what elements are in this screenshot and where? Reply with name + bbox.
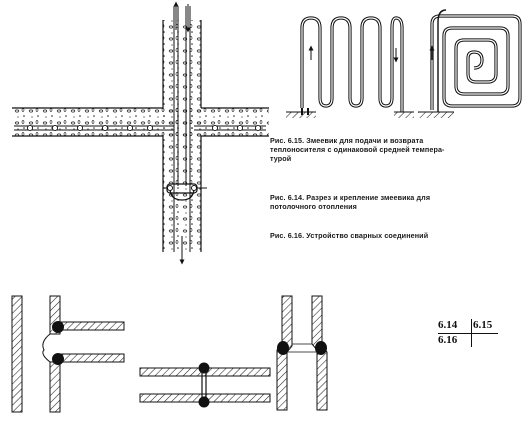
index-6-16: 6.16	[438, 334, 458, 346]
figure-6-15-caption: Рис. 6.15. Змеевик для подачи и возврата…	[270, 136, 445, 163]
figure-6-14-ceiling-coil-section	[12, 1, 269, 265]
figure-6-14-caption: Рис. 6.14. Разрез и крепление змеевика д…	[270, 193, 431, 211]
figure-6-16-tee-weld	[11, 295, 125, 413]
figure-6-16-caption: Рис. 6.16. Устройство сварных соединений	[270, 231, 429, 240]
figure-6-16-socket-weld	[276, 295, 328, 411]
index-divider-vertical	[471, 319, 472, 347]
index-6-15: 6.15	[473, 319, 493, 331]
index-divider-horizontal	[438, 333, 498, 334]
figure-6-15-spiral-coil	[418, 9, 522, 118]
figure-6-15-serpentine-coil	[286, 16, 414, 118]
figure-6-16-butt-weld	[139, 362, 271, 408]
index-6-14: 6.14	[438, 319, 458, 331]
